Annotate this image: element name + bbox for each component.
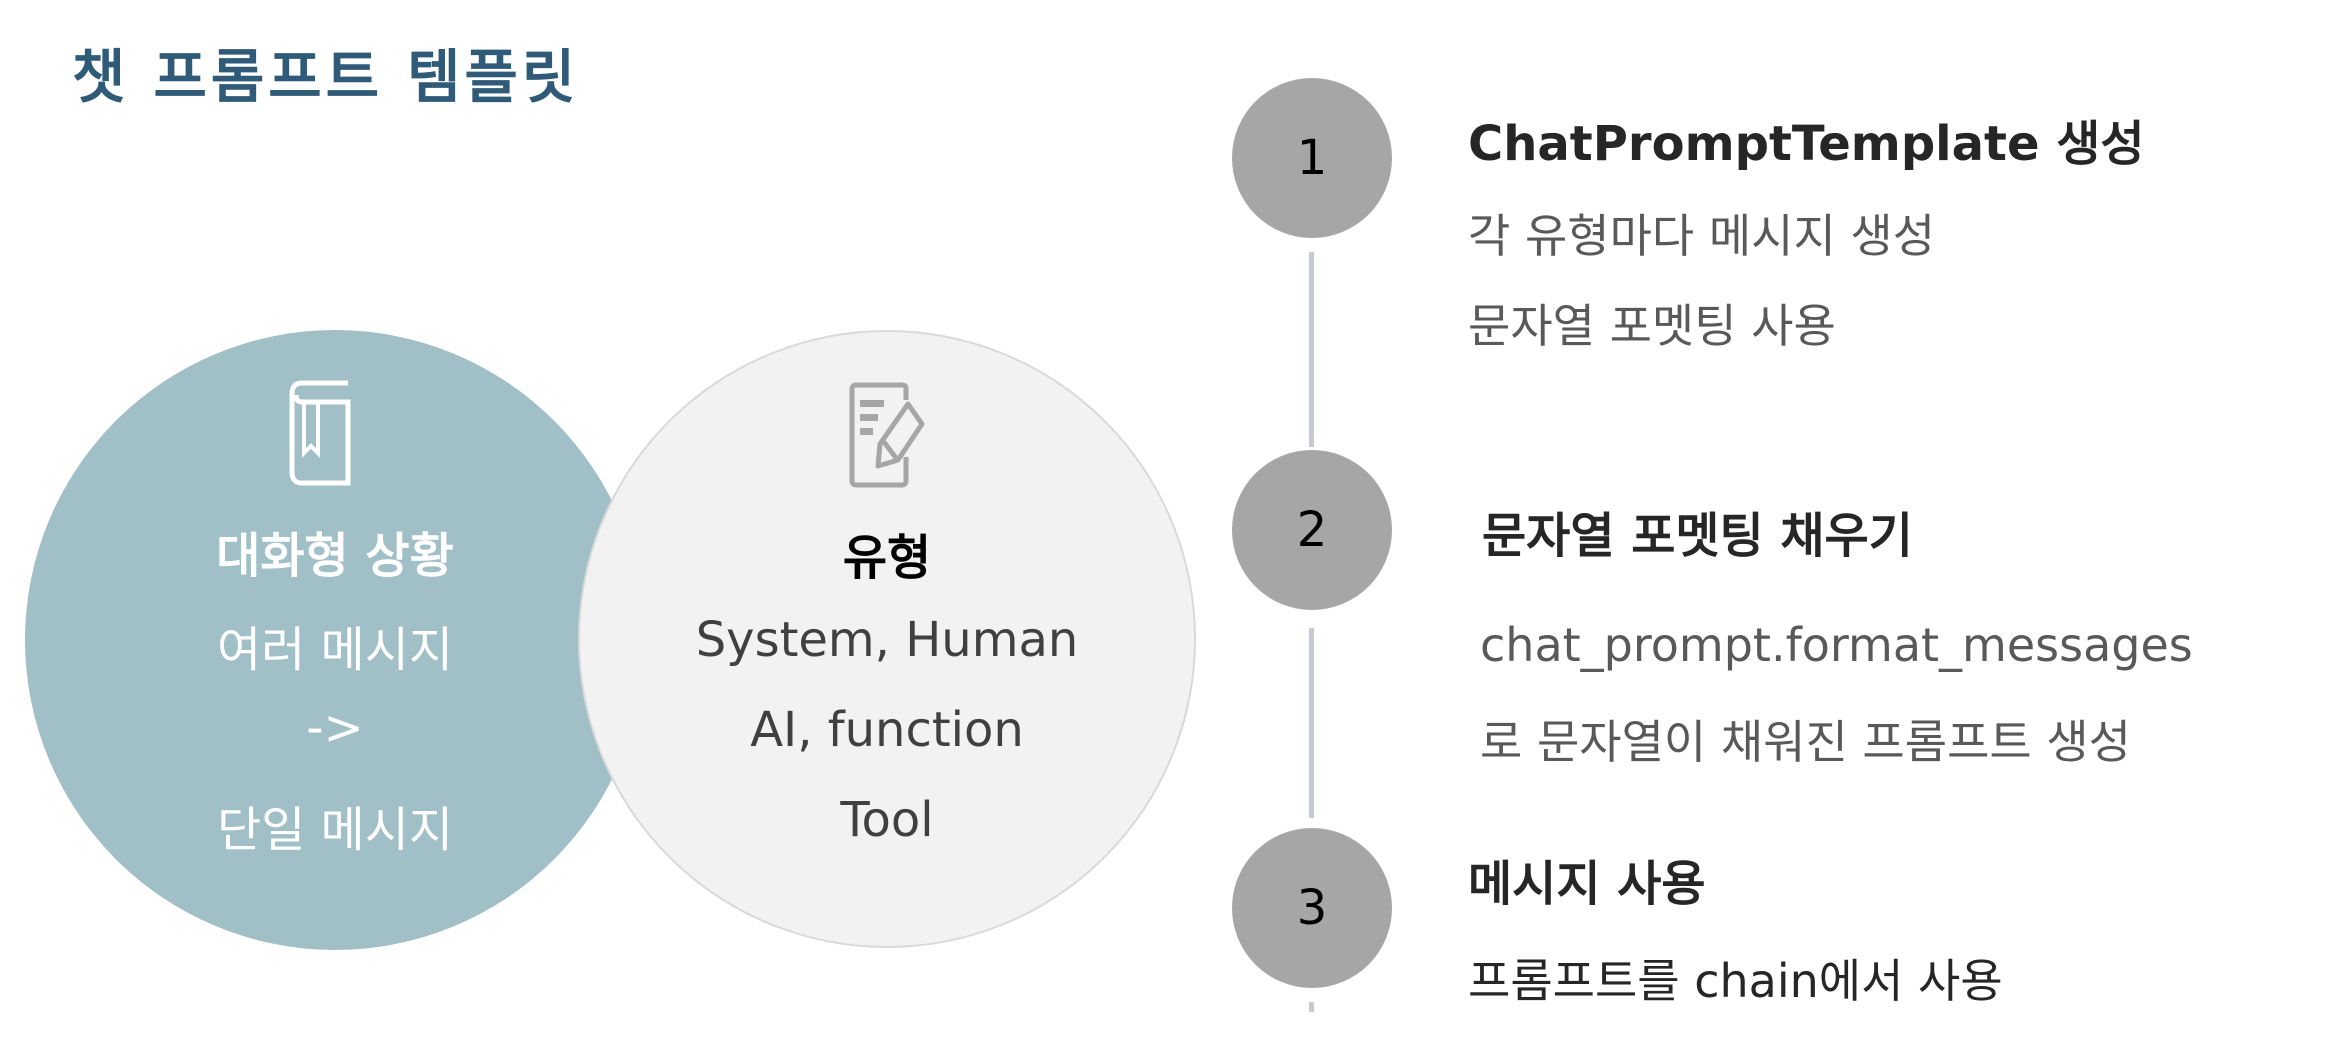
step-1-title: ChatPromptTemplate 생성 — [1468, 116, 2145, 172]
step-2-line: 로 문자열이 채워진 프롬프트 생성 — [1480, 715, 2131, 769]
types-circle: 유형 System, Human AI, function Tool — [578, 330, 1196, 948]
type-line: Tool — [840, 792, 934, 848]
step-2-marker: 2 — [1232, 450, 1392, 610]
step-2-line: chat_prompt.format_messages — [1480, 618, 2193, 672]
type-line: AI, function — [750, 702, 1024, 758]
timeline-connector — [1309, 252, 1314, 447]
conversation-line: 여러 메시지 — [216, 622, 454, 678]
conversation-line: -> — [306, 700, 364, 756]
step-2-title: 문자열 포멧팅 채우기 — [1482, 508, 1913, 564]
book-icon — [289, 380, 351, 486]
edit-document-icon — [849, 382, 925, 488]
type-line: System, Human — [695, 612, 1079, 668]
step-3-line: 프롬프트를 chain에서 사용 — [1468, 954, 2003, 1008]
timeline-connector — [1309, 1002, 1314, 1012]
step-3-marker: 3 — [1232, 828, 1392, 988]
step-1-marker: 1 — [1232, 78, 1392, 238]
page-title: 챗 프롬프트 템플릿 — [72, 43, 580, 111]
timeline-connector — [1309, 628, 1314, 818]
conversation-heading: 대화형 상황 — [216, 528, 454, 584]
conversation-line: 단일 메시지 — [216, 802, 454, 858]
types-heading: 유형 — [842, 530, 932, 586]
conversation-circle: 대화형 상황 여러 메시지 -> 단일 메시지 — [25, 330, 645, 950]
step-1-line: 각 유형마다 메시지 생성 — [1468, 209, 1936, 263]
step-3-title: 메시지 사용 — [1468, 856, 1706, 912]
step-1-line: 문자열 포멧팅 사용 — [1468, 299, 1836, 353]
